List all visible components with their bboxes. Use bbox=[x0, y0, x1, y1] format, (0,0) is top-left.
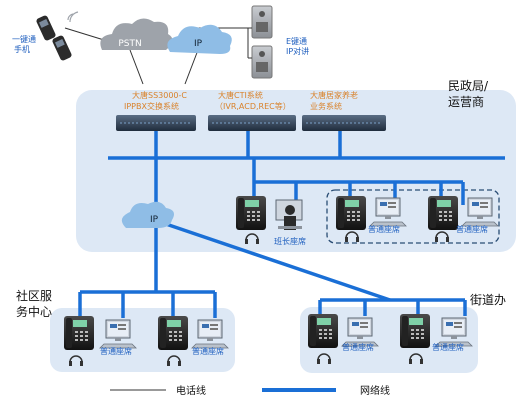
leader-seat-phone-icon bbox=[236, 196, 266, 230]
intercom-label-2: IP对讲 bbox=[286, 46, 309, 56]
community-seat-2-label: 普通座席 bbox=[192, 346, 224, 356]
legend-network-line-label: 网络线 bbox=[360, 384, 390, 397]
street-panel bbox=[300, 307, 478, 373]
server-1-line2: IPPBX交换系统 bbox=[124, 101, 179, 111]
street-seat-2-phone-icon bbox=[400, 314, 430, 348]
region-community-2: 务中心 bbox=[16, 304, 52, 319]
normal-seat-2-label: 普通座席 bbox=[456, 224, 488, 234]
ip-top-label: IP bbox=[194, 39, 203, 49]
community-seat-2-phone-icon bbox=[158, 316, 188, 350]
leader-seat-operator-icon bbox=[275, 199, 303, 230]
region-community-1: 社区服 bbox=[16, 288, 52, 303]
community-panel bbox=[50, 308, 235, 372]
community-seat-1-phone-icon bbox=[64, 316, 94, 350]
community-seat-1-label: 普通座席 bbox=[100, 346, 132, 356]
normal-seat-group bbox=[326, 189, 500, 244]
normal-seat-1-label: 普通座席 bbox=[368, 224, 400, 234]
region-street: 街道办 bbox=[470, 292, 506, 307]
legend-phone-line-label: 电话线 bbox=[176, 384, 206, 397]
elderly-care-server-icon bbox=[302, 115, 386, 131]
street-seat-2-label: 普通座席 bbox=[432, 342, 464, 352]
mobile-label-2: 手机 bbox=[14, 44, 30, 54]
ip-cloud-top bbox=[167, 24, 232, 54]
cti-server-icon bbox=[208, 115, 296, 131]
intercom-icon bbox=[247, 5, 273, 79]
ip-mid-label: IP bbox=[150, 215, 159, 225]
ippbx-server-icon bbox=[116, 115, 196, 131]
pstn-cloud bbox=[100, 18, 173, 50]
normal-seat-1-phone-icon bbox=[336, 196, 366, 230]
intercom-label-1: E键通 bbox=[286, 36, 307, 46]
region-civil-affairs-1: 民政局/ bbox=[448, 79, 489, 93]
server-2-line2: （IVR,ACD,REC等） bbox=[215, 101, 291, 111]
server-2-line1: 大唐CTI系统 bbox=[218, 90, 263, 100]
server-1-line1: 大唐SS3000-C bbox=[132, 90, 187, 100]
mobile-label-1: 一键通 bbox=[12, 34, 36, 44]
street-seat-1-phone-icon bbox=[308, 314, 338, 348]
server-3-line2: 业务系统 bbox=[310, 101, 342, 111]
region-civil-affairs-2: 运营商 bbox=[448, 94, 484, 109]
street-seat-1-label: 普通座席 bbox=[342, 342, 374, 352]
server-3-line1: 大唐居家养老 bbox=[310, 90, 358, 100]
leader-seat-label: 班长座席 bbox=[274, 236, 306, 246]
normal-seat-2-phone-icon bbox=[428, 196, 458, 230]
ip-cloud-mid bbox=[121, 201, 174, 228]
pstn-label: PSTN bbox=[118, 39, 141, 49]
mobile-phone-icon bbox=[36, 11, 79, 61]
